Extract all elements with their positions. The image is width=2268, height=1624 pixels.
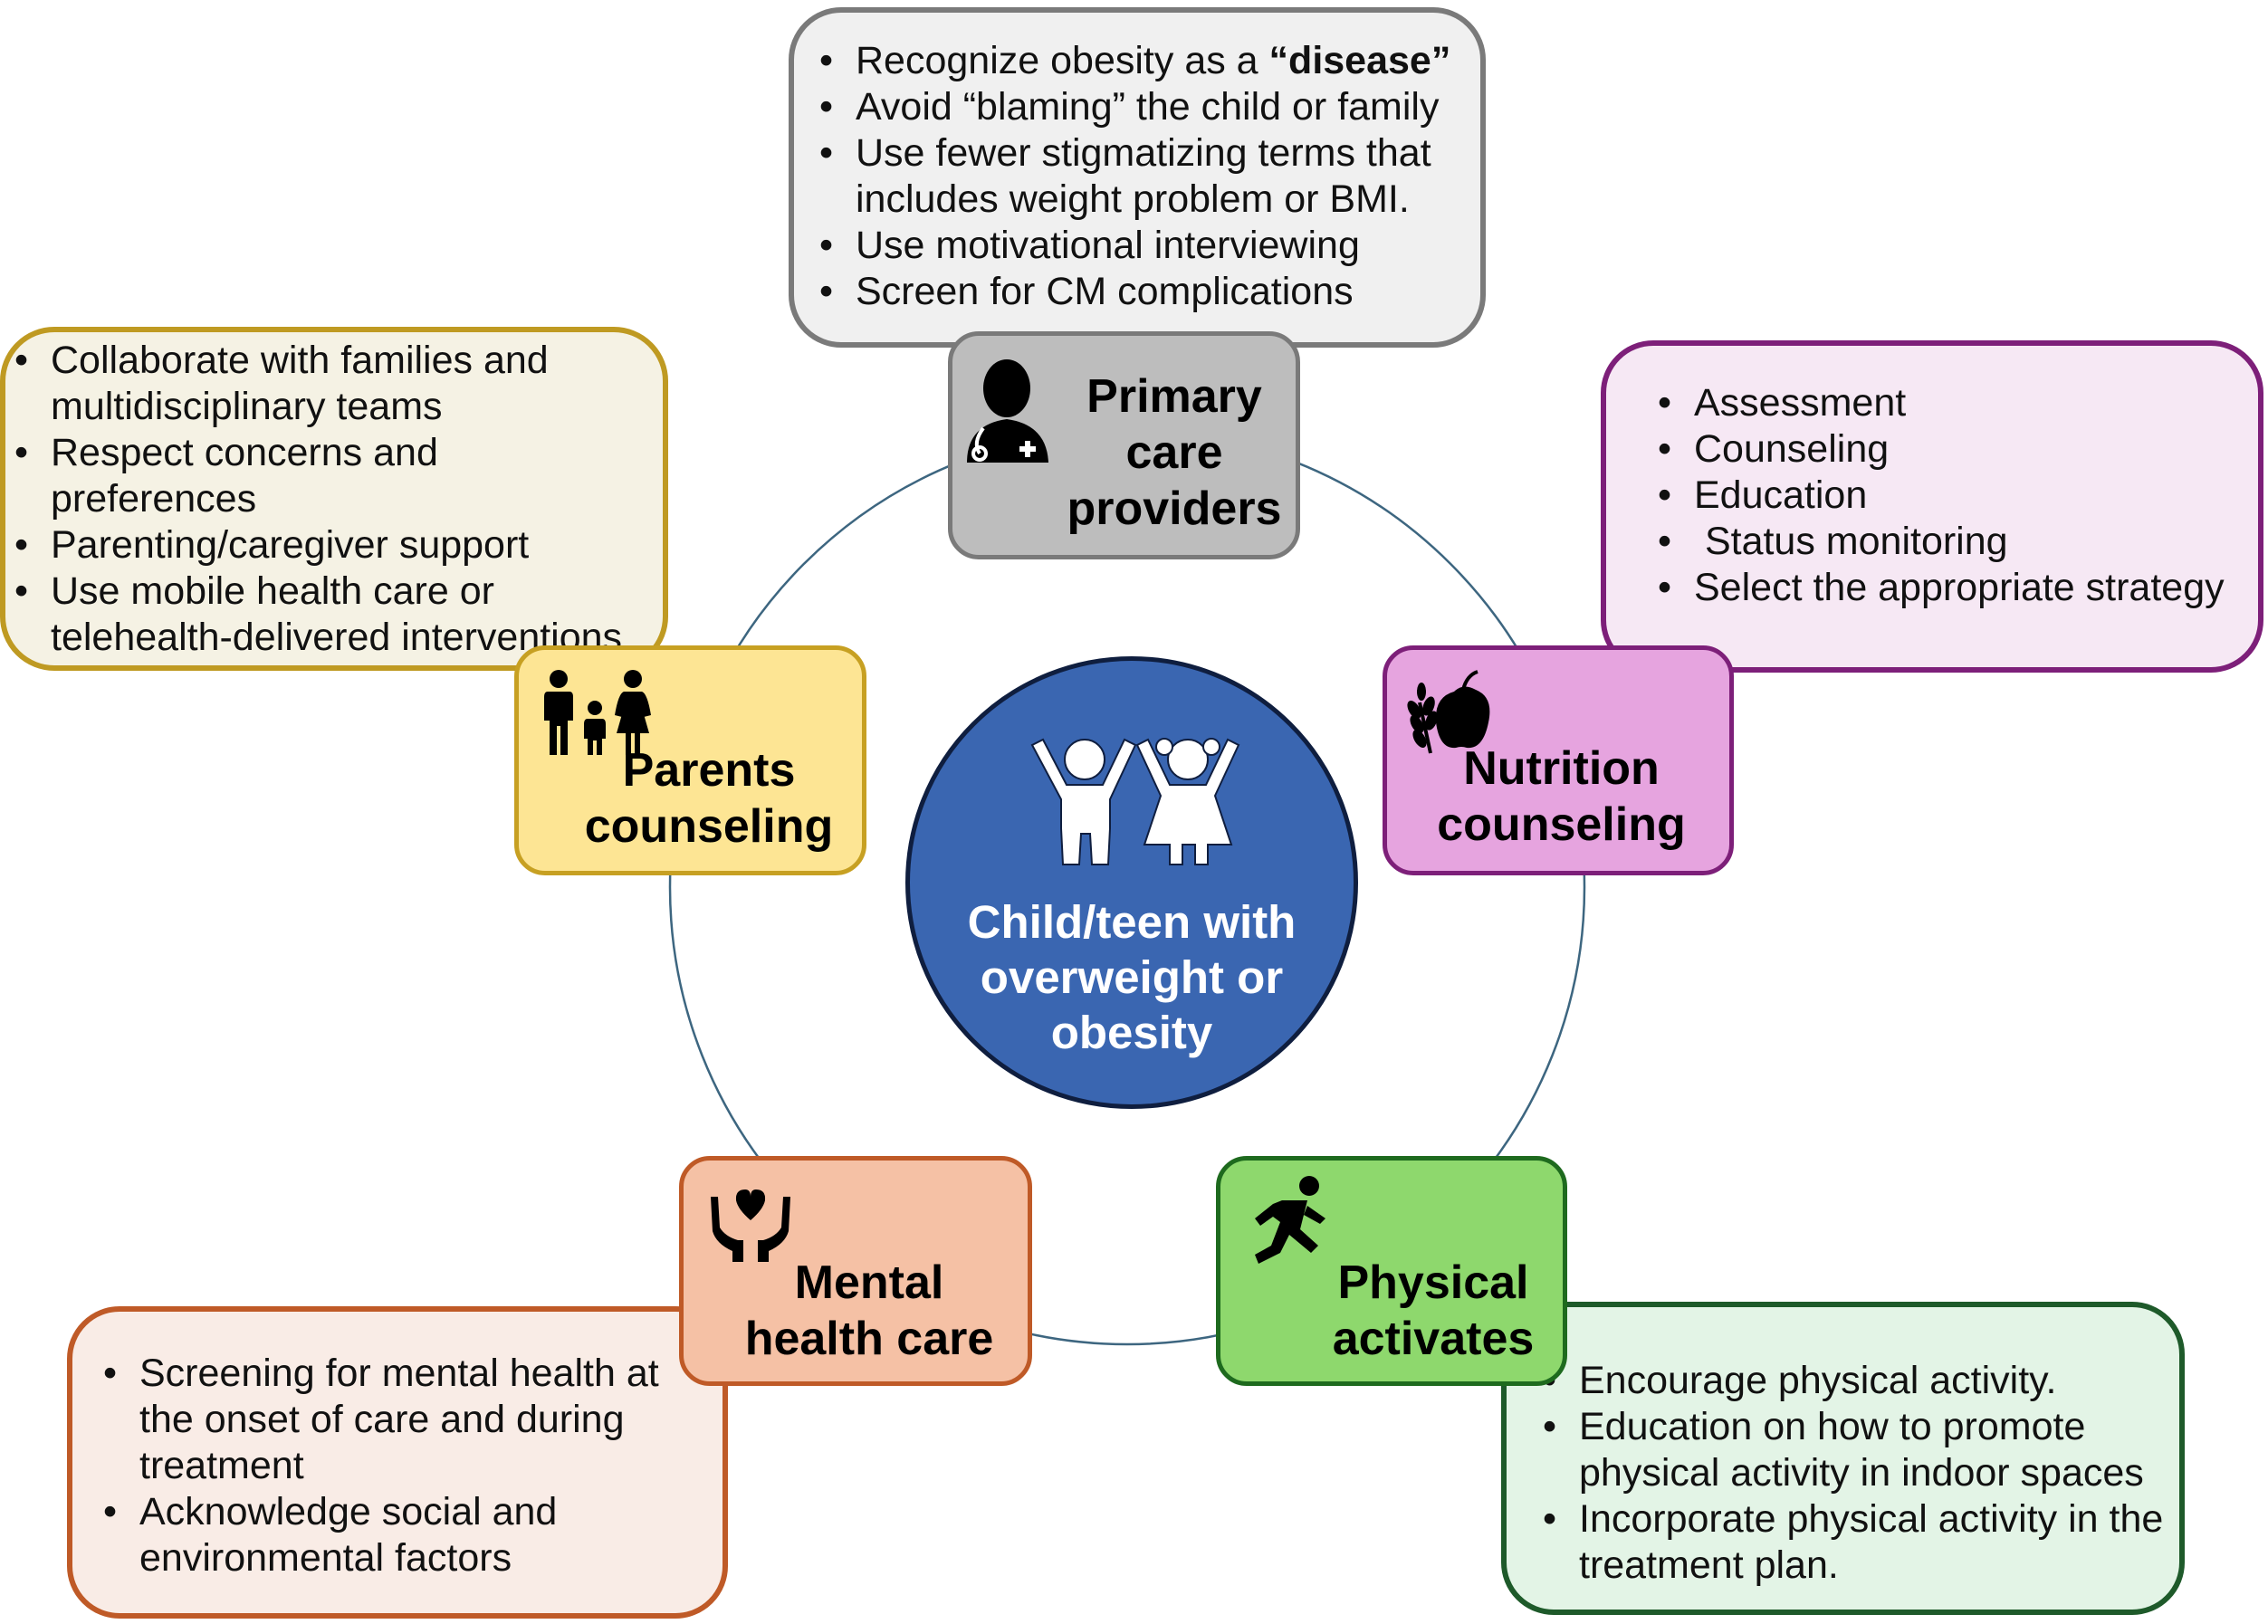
running-person-icon (1255, 1176, 1325, 1264)
note-item: Counseling (1658, 426, 2249, 473)
hub-title: Mental health care (744, 1256, 994, 1365)
hub-title: Primary care providers (1067, 370, 1282, 535)
hub-title: Nutrition counseling (1437, 742, 1686, 851)
hub-title: Physical activates (1332, 1256, 1535, 1365)
note-item: Respect concerns and preferences (14, 430, 654, 522)
note-item: Use motivational interviewing (819, 223, 1462, 269)
note-item: Status monitoring (1658, 519, 2249, 565)
children-icon (1030, 738, 1240, 865)
mental-health-notes: Screening for mental health at the onset… (67, 1306, 728, 1619)
family-icon (544, 670, 651, 755)
note-item: Select the appropriate strategy (1658, 565, 2249, 611)
note-item: Screening for mental health at the onset… (103, 1351, 704, 1489)
mental-health-hub: Mental health care (679, 1156, 1032, 1386)
note-item: Recognize obesity as a “disease” (819, 38, 1462, 84)
note-item: Education on how to promote physical act… (1543, 1404, 2166, 1496)
physical-activity-notes: Encourage physical activity. Education o… (1501, 1302, 2185, 1615)
primary-care-notes: Recognize obesity as a “disease” Avoid “… (789, 7, 1486, 348)
note-item: Screen for CM complications (819, 269, 1462, 315)
note-item: Avoid “blaming” the child or family (819, 84, 1462, 130)
note-item: Collaborate with families and multidisci… (14, 338, 654, 430)
physical-activity-hub: Physical activates (1216, 1156, 1567, 1386)
note-item: Use fewer stigmatizing terms that includ… (819, 130, 1462, 223)
parents-notes: Collaborate with families and multidisci… (0, 327, 668, 671)
parents-hub: Parents counseling (514, 645, 866, 875)
apple-wheat-icon (1407, 670, 1490, 754)
hub-title: Parents counseling (584, 744, 834, 853)
note-item: Parenting/caregiver support (14, 522, 654, 568)
note-item: Assessment (1658, 380, 2249, 426)
doctor-icon (967, 359, 1048, 463)
note-item: Education (1658, 473, 2249, 519)
note-item: Incorporate physical activity in the tre… (1543, 1496, 2166, 1589)
hands-heart-icon (711, 1189, 790, 1262)
note-item: Encourage physical activity. (1543, 1358, 2166, 1404)
nutrition-hub: Nutrition counseling (1383, 645, 1734, 875)
primary-care-hub: Primary care providers (948, 331, 1300, 559)
center-label: Child/teen with overweight or obesity (967, 896, 1297, 1058)
center-circle: Child/teen with overweight or obesity (905, 656, 1358, 1109)
note-item: Acknowledge social and environmental fac… (103, 1489, 704, 1581)
nutrition-notes: Assessment Counseling Education Status m… (1601, 340, 2263, 673)
